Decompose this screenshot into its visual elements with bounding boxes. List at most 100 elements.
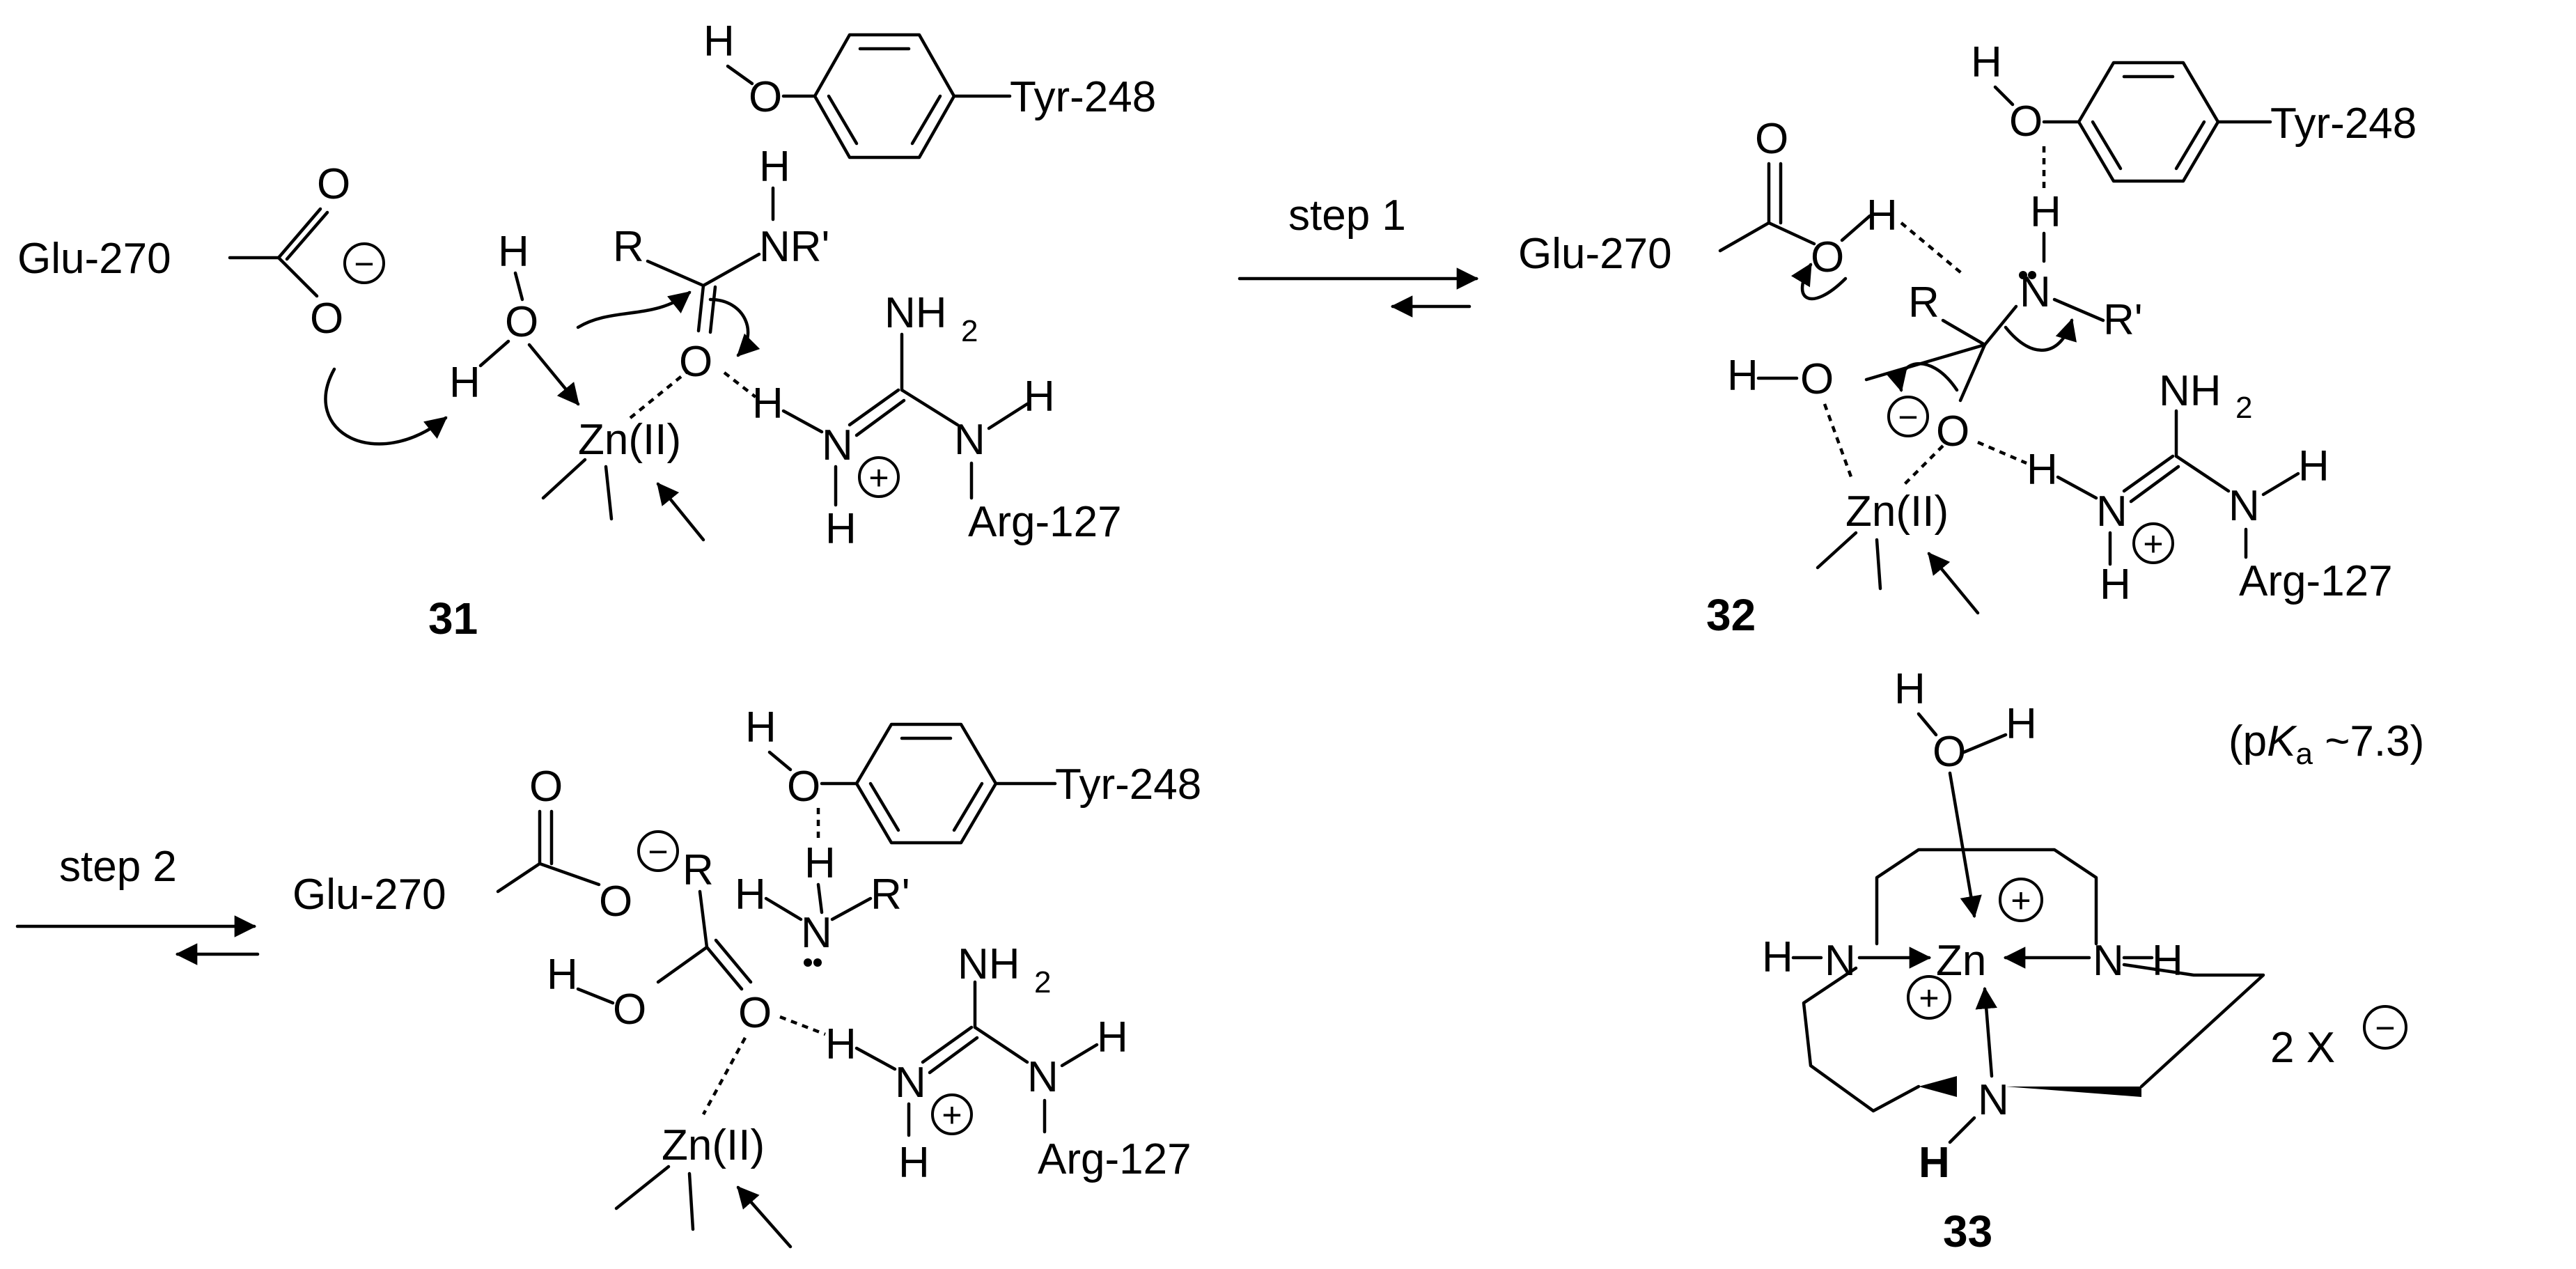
minus-charge-icon bbox=[1887, 396, 1929, 437]
water-h-top: H bbox=[498, 228, 529, 276]
arg-n-h: H bbox=[1097, 1013, 1128, 1061]
plus-charge-icon bbox=[1999, 878, 2043, 922]
arg-n: N bbox=[1027, 1053, 1059, 1101]
minus-charge-icon bbox=[343, 242, 385, 284]
macrocycle-left-bridge bbox=[1802, 966, 1921, 1113]
compound-number-32: 32 bbox=[1706, 590, 1756, 640]
arg-n-plus: N bbox=[895, 1059, 926, 1107]
minus-charge-symbol: − bbox=[354, 244, 374, 283]
arg-n-h: H bbox=[1024, 373, 1055, 421]
zinc-label: Zn bbox=[1936, 937, 1986, 985]
glu-o-h: O bbox=[1811, 233, 1844, 281]
plus-charge-symbol: + bbox=[2011, 881, 2031, 920]
glu-270-label: Glu-270 bbox=[1518, 230, 1672, 278]
arg-127-label: Arg-127 bbox=[968, 498, 1122, 546]
glu-o-minus: O bbox=[599, 878, 632, 926]
water-h-bottom: H bbox=[449, 359, 481, 407]
n-bottom: N bbox=[1978, 1076, 2009, 1124]
minus-charge-icon bbox=[2363, 1005, 2407, 1050]
tyr-248-label: Tyr-248 bbox=[1010, 73, 1156, 121]
tyr-h: H bbox=[1971, 38, 2002, 86]
arg-nh2: NH bbox=[884, 289, 947, 337]
curved-arrow-icon bbox=[324, 367, 448, 446]
glu-o-carbonyl: O bbox=[529, 763, 563, 811]
zinc-label: Zn(II) bbox=[578, 416, 681, 464]
n-right: N bbox=[2093, 937, 2124, 985]
tyr-nh-h: H bbox=[2030, 188, 2061, 236]
curved-arrow-icon bbox=[708, 297, 760, 357]
water-o: O bbox=[1933, 728, 1966, 776]
plus-charge-symbol: + bbox=[2143, 524, 2163, 563]
zn-oh-h: H bbox=[1727, 352, 1758, 400]
structure-32: Glu-270 O O H H O Tyr-248 H N R' R bbox=[1518, 38, 2417, 640]
amide-nh-h: H bbox=[759, 143, 790, 191]
plus-charge-icon bbox=[858, 456, 900, 498]
step-2-label: step 2 bbox=[59, 843, 177, 891]
tyr-248-label: Tyr-248 bbox=[1055, 761, 1201, 809]
plus-charge-symbol: + bbox=[942, 1096, 962, 1135]
water-h-right: H bbox=[2006, 700, 2037, 748]
structure-product-complex: Glu-270 O O − H O Tyr-248 H H N R' R bbox=[292, 703, 1201, 1249]
n-left-h: H bbox=[1762, 933, 1793, 981]
amide-nr-label: NR' bbox=[759, 223, 829, 271]
curved-arrow-icon bbox=[2004, 318, 2077, 352]
tyr-ring bbox=[2077, 61, 2220, 183]
acid-o-h: O bbox=[613, 986, 646, 1034]
plus-charge-symbol: + bbox=[868, 458, 889, 497]
tyr-248-label: Tyr-248 bbox=[2270, 100, 2417, 148]
n-left: N bbox=[1825, 937, 1856, 985]
tyr-o: O bbox=[749, 73, 782, 121]
tyr-ring bbox=[813, 33, 956, 159]
arg-nh2-subscript: 2 bbox=[2235, 391, 2252, 425]
compound-number-31: 31 bbox=[428, 593, 478, 644]
minus-charge-symbol: − bbox=[2375, 1009, 2395, 1048]
minus-charge-symbol: − bbox=[648, 832, 668, 871]
amide-r-label: R bbox=[613, 223, 644, 271]
arg-n-h: H bbox=[2298, 442, 2329, 490]
step-1-equilibrium: step 1 bbox=[1238, 192, 1479, 318]
glu-270-label: Glu-270 bbox=[17, 235, 171, 283]
tyr-o: O bbox=[2009, 98, 2043, 146]
acid-o-carbonyl: O bbox=[738, 989, 772, 1037]
glu-o-carbonyl: O bbox=[1755, 115, 1788, 163]
glu-h: H bbox=[1866, 192, 1898, 240]
pka-open: (pKa ~7.3) bbox=[2228, 717, 2424, 771]
amine-rprime: R' bbox=[871, 871, 910, 919]
amine-h-top: H bbox=[804, 839, 836, 887]
tyr-h: H bbox=[745, 703, 776, 752]
curved-arrow-icon bbox=[1885, 361, 1959, 393]
intermediate-r: R bbox=[1908, 279, 1939, 327]
plus-charge-icon bbox=[931, 1093, 973, 1135]
acid-h: H bbox=[547, 951, 578, 999]
zn-oh-o: O bbox=[1800, 355, 1834, 403]
macrocycle-right-bridge bbox=[2122, 963, 2265, 1089]
zinc-label: Zn(II) bbox=[662, 1121, 765, 1169]
arg-127-label: Arg-127 bbox=[1038, 1135, 1192, 1183]
glu-o-carbonyl: O bbox=[317, 160, 350, 208]
tyr-o: O bbox=[787, 763, 820, 811]
glu-270-label: Glu-270 bbox=[292, 871, 446, 919]
plus-charge-icon bbox=[2132, 522, 2174, 564]
arg-n-plus: N bbox=[2096, 488, 2128, 536]
curved-arrow-icon bbox=[1790, 263, 1848, 301]
tyr-ring bbox=[854, 722, 998, 845]
arg-nh2-subscript: 2 bbox=[961, 314, 978, 348]
plus-charge-symbol: + bbox=[1919, 979, 1939, 1018]
compound-number-33: 33 bbox=[1943, 1206, 1992, 1256]
curved-arrow-icon bbox=[576, 290, 692, 329]
arg-n: N bbox=[954, 416, 985, 464]
arg-nh2: NH bbox=[958, 940, 1020, 988]
zinc-label: Zn(II) bbox=[1845, 488, 1949, 536]
arg-n: N bbox=[2228, 482, 2260, 530]
arg-nplus-h: H bbox=[898, 1139, 930, 1187]
water-h-top: H bbox=[1894, 665, 1926, 713]
minus-charge-symbol: − bbox=[1898, 398, 1918, 437]
arg-h: H bbox=[752, 380, 783, 428]
arg-h: H bbox=[2027, 446, 2058, 494]
glu-o-minus: O bbox=[310, 295, 343, 343]
structure-31: Glu-270 O O − H O H Zn(II) R O NR' bbox=[17, 17, 1156, 644]
plus-charge-icon bbox=[1907, 975, 1951, 1020]
wedge-bond-icon bbox=[2006, 1087, 2141, 1097]
